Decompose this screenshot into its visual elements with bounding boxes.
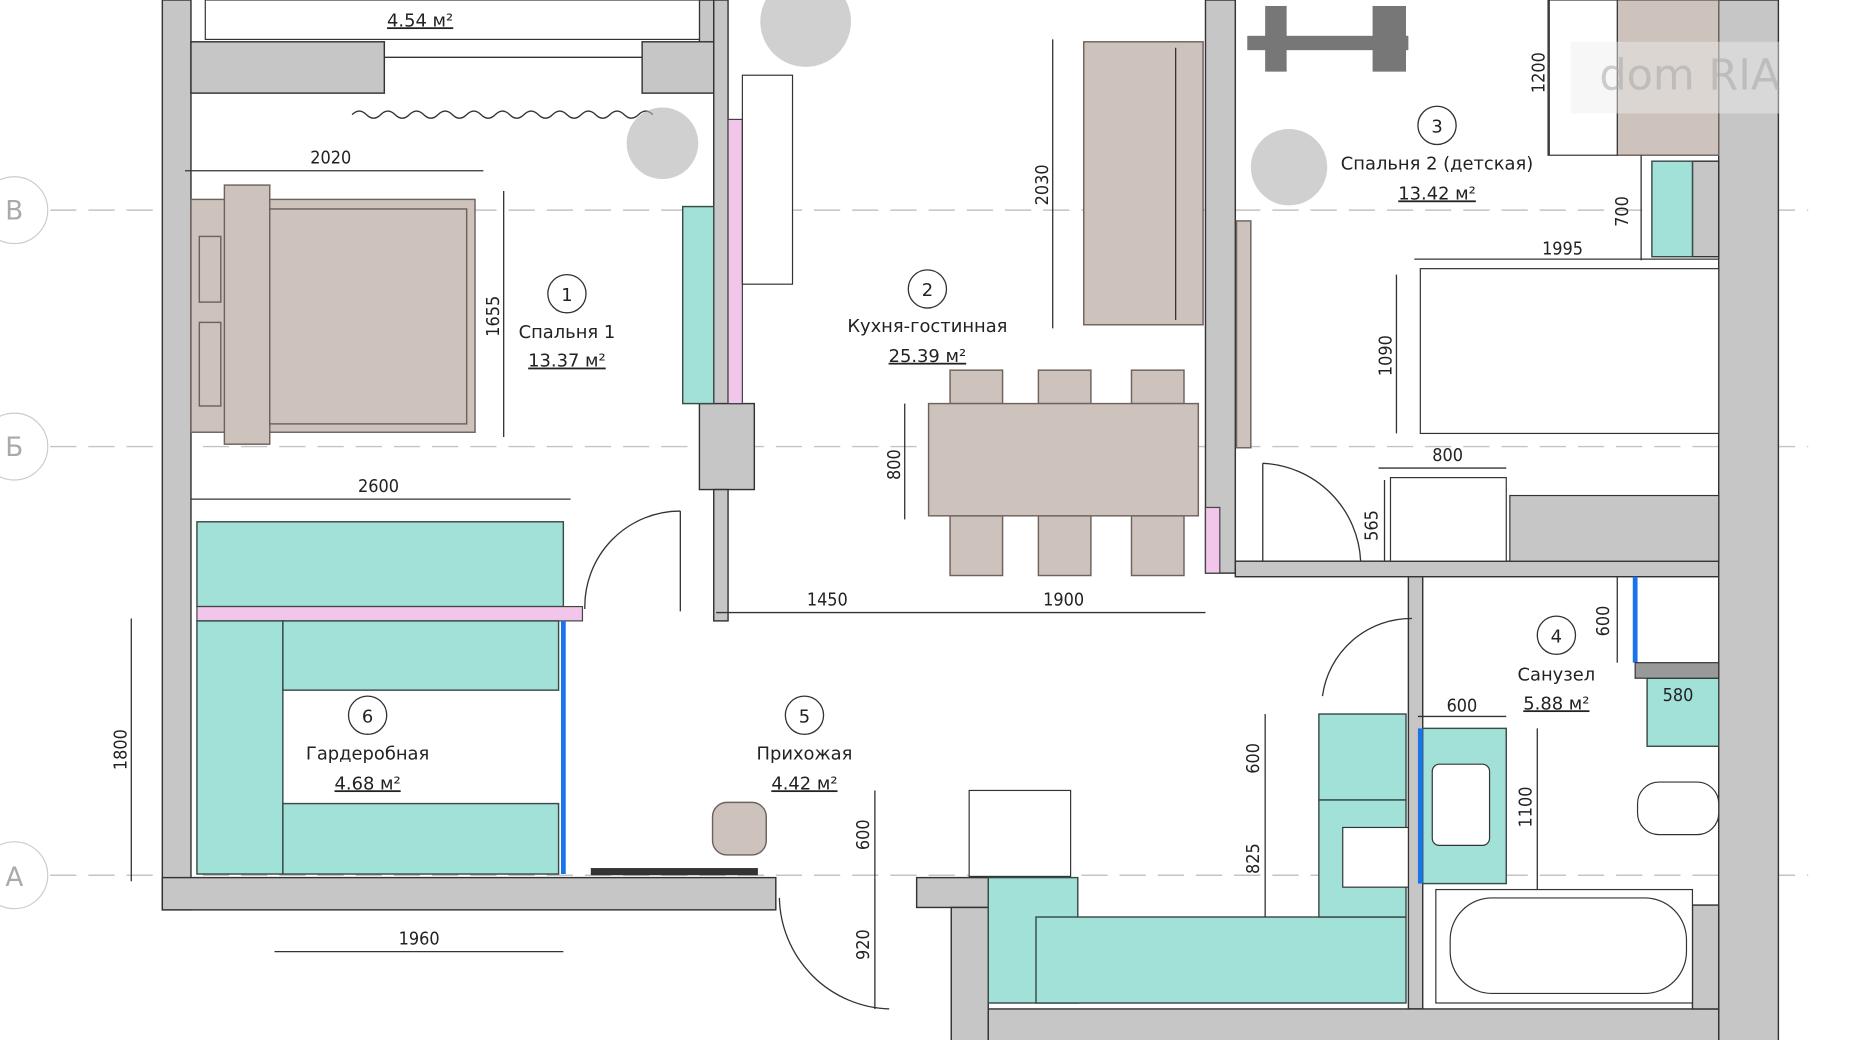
room-number: 5 [799,706,810,727]
dim-sink-600: 600 [1447,696,1478,717]
dim-wardrobe-height: 1800 [111,729,132,770]
top-room-area: 4.54 м² [387,10,453,31]
sofa [1083,41,1204,326]
room-area: 13.37 м² [528,351,606,372]
room-label-kitchen-living: 2 Кухня-гостинная 25.39 м² [847,269,1007,367]
dimension-lines [130,0,1719,1009]
pouf [711,801,767,856]
room-label-hallway: 5 Прихожая 4.42 м² [757,695,853,794]
room-label-bedroom-1: 1 Спальня 1 13.37 м² [519,273,616,372]
dining-table [927,369,1200,577]
room-area: 4.42 м² [771,773,837,794]
single-bed [1419,268,1720,435]
dim-bed1-length: 2020 [310,148,351,169]
room-area: 13.42 м² [1398,183,1476,204]
dim-bed1-width: 1655 [483,296,504,337]
axis-label-v: В [5,197,23,227]
double-bed [190,184,476,445]
room-label-bathroom: 4 Санузел 5.88 м² [1518,615,1596,714]
room-number: 3 [1431,117,1442,138]
axis-label-b: Б [5,433,23,463]
plant-icon [626,0,1328,206]
dim-bath-600: 600 [1593,606,1614,637]
door-swing [1262,462,1362,562]
dim-shelf: 700 [1612,196,1633,227]
dim-bath-580: 580 [1663,685,1694,706]
dim-table-width: 1900 [1043,589,1084,610]
dim-kitchen-600: 600 [1243,743,1264,774]
room-name: Гардеробная [306,743,429,764]
room-number: 1 [561,285,572,306]
room-number: 2 [922,280,933,301]
dim-hall-920: 920 [853,929,874,960]
exercise-bike-icon [1247,5,1409,72]
dim-table-height: 800 [884,449,905,480]
watermark-text: dom RIA [1599,51,1781,101]
dim-kitchen-825: 825 [1243,843,1264,874]
dim-sink-1100: 1100 [1515,787,1536,828]
room-name: Кухня-гостинная [847,316,1007,337]
room-label-wardrobe: 6 Гардеробная 4.68 м² [306,695,429,794]
dim-cabinet-width: 800 [1432,445,1463,466]
dim-bed2-length: 1995 [1542,238,1583,259]
door-swing [584,510,681,609]
toilet-icon [1636,781,1720,836]
room-area: 5.88 м² [1523,693,1589,714]
dim-wardrobe-width: 2600 [358,476,399,497]
room-area: 25.39 м² [889,346,967,367]
dim-hall-width: 1450 [807,589,848,610]
dim-hall-600: 600 [853,819,874,850]
dim-bed2-width: 1090 [1376,335,1397,376]
room-label-bedroom-2: 3 Спальня 2 (детская) 13.42 м² [1341,105,1533,204]
room-name: Прихожая [757,743,853,764]
sink-icon [1431,763,1491,846]
dim-wardrobe-bottom: 1960 [399,928,440,949]
dim-cabinet-height: 565 [1361,510,1382,541]
room-area: 4.68 м² [335,773,401,794]
room-name: Спальня 2 (детская) [1341,154,1533,175]
grid-axes: В Б А [0,176,1809,910]
dimension-labels: 2020 1655 2600 1800 1960 1450 1900 800 2… [111,52,1694,960]
walls [161,0,1780,1040]
kitchen-counter [987,713,1409,1004]
room-name: Санузел [1518,665,1596,686]
dim-desk: 1200 [1528,52,1549,93]
axis-label-a: А [5,863,23,893]
watermark-logo: dom RIA [1570,41,1781,114]
room-name: Спальня 1 [519,322,616,343]
room-number: 6 [362,706,373,727]
dim-sofa: 2030 [1032,164,1053,205]
room-number: 4 [1551,626,1562,647]
curtain-icon [351,110,654,119]
